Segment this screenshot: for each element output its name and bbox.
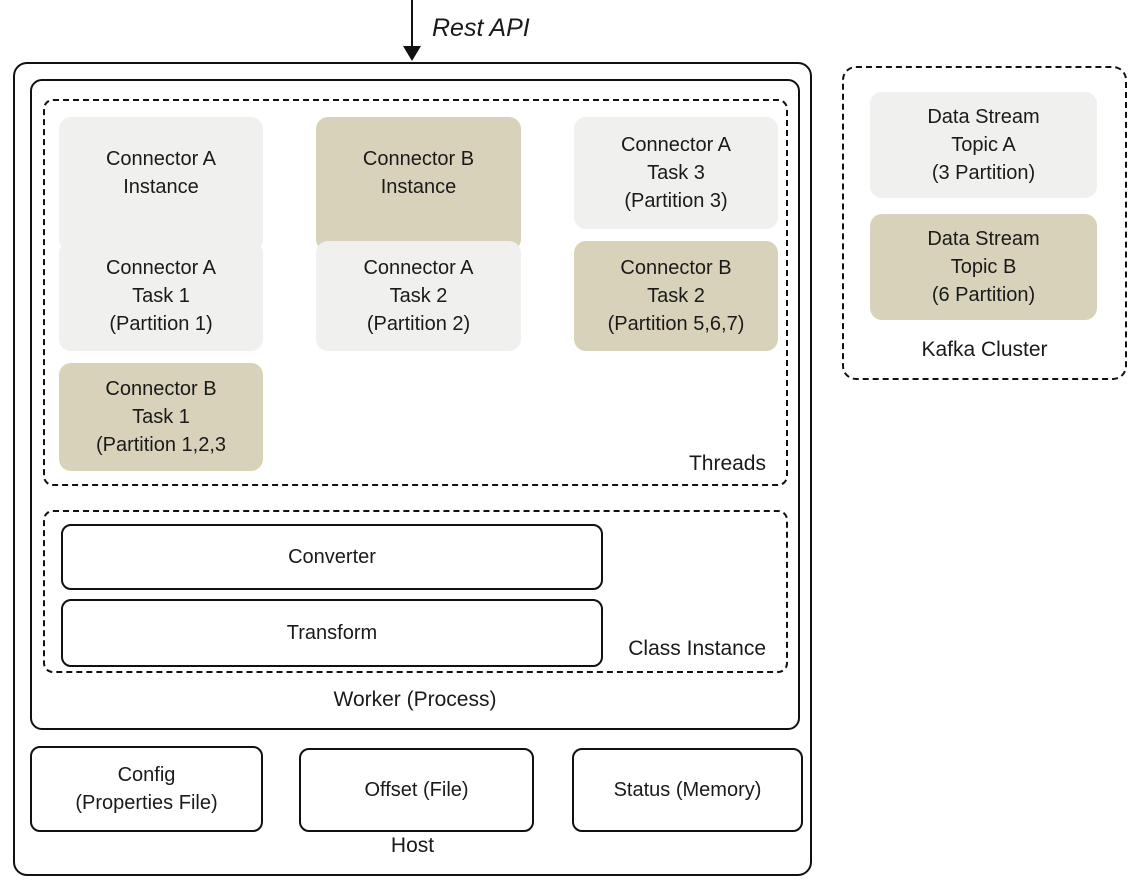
node-connector-b-instance: Connector B Instance xyxy=(316,117,521,251)
kafka-cluster-label: Kafka Cluster xyxy=(921,338,1048,361)
node-text-line: Data Stream xyxy=(927,106,1040,128)
node-text-line: Transform xyxy=(286,622,378,644)
node-text-line: Status (Memory) xyxy=(613,779,762,801)
node-connector-a-instance: Connector A Instance xyxy=(59,117,263,251)
node-text-line: Connector A xyxy=(620,134,732,156)
node-text-line: Offset (File) xyxy=(364,779,469,801)
node-text-line: Task 1 xyxy=(132,285,190,307)
node-text-line: Topic B xyxy=(950,256,1017,278)
node-text-line: Connector B xyxy=(105,378,217,400)
node-connector-b-task-1: Connector B Task 1 (Partition 1,2,3 xyxy=(59,363,263,471)
node-status: Status (Memory) xyxy=(572,748,803,832)
node-text-line: Task 1 xyxy=(132,406,190,428)
node-text-line: Connector A xyxy=(105,148,217,170)
node-text-line: Converter xyxy=(288,546,376,568)
node-text-line: (3 Partition) xyxy=(931,162,1036,184)
node-text-line: (Partition 5,6,7) xyxy=(607,313,745,335)
node-text-line: Connector B xyxy=(620,257,732,279)
node-text-line: (Partition 1) xyxy=(109,313,213,335)
node-text-line: Connector A xyxy=(363,257,474,279)
node-text-line: (Partition 3) xyxy=(624,190,728,212)
node-text-line: Connector A xyxy=(105,257,217,279)
node-converter: Converter xyxy=(61,524,603,590)
node-text-line: Task 2 xyxy=(647,285,705,307)
node-connector-a-task-2: Connector A Task 2 (Partition 2) xyxy=(316,241,521,351)
host-label: Host xyxy=(390,834,435,857)
node-text-line: Data Stream xyxy=(927,228,1040,250)
threads-group: Connector A Instance Connector B Instanc… xyxy=(43,99,788,486)
node-text-line: Connector B xyxy=(362,148,475,170)
class-instance-label: Class Instance xyxy=(628,637,766,660)
worker-box: Connector A Instance Connector B Instanc… xyxy=(30,79,800,730)
node-offset: Offset (File) xyxy=(299,748,534,832)
node-connector-a-task-1: Connector A Task 1 (Partition 1) xyxy=(59,241,263,351)
node-text-line: Topic A xyxy=(951,134,1016,156)
worker-label: Worker (Process) xyxy=(333,688,497,711)
node-transform: Transform xyxy=(61,599,603,667)
node-text-line: Instance xyxy=(123,176,199,198)
rest-api-arrow-line xyxy=(411,0,413,47)
node-text-line: (Partition 2) xyxy=(366,313,471,335)
node-topic-a: Data Stream Topic A (3 Partition) xyxy=(870,92,1097,198)
class-instance-group: Converter Transform Class Instance xyxy=(43,510,788,673)
node-text-line: (6 Partition) xyxy=(931,284,1036,306)
node-text-line: (Properties File) xyxy=(75,792,218,814)
node-text-line: Instance xyxy=(380,176,457,198)
rest-api-arrowhead-icon xyxy=(403,46,421,61)
kafka-cluster-group: Data Stream Topic A (3 Partition) Data S… xyxy=(842,66,1127,380)
threads-label: Threads xyxy=(688,452,766,475)
rest-api-label: Rest API xyxy=(432,14,530,42)
node-text-line: Task 3 xyxy=(647,162,705,184)
node-config: Config (Properties File) xyxy=(30,746,263,832)
node-connector-b-task-2: Connector B Task 2 (Partition 5,6,7) xyxy=(574,241,778,351)
node-text-line: (Partition 1,2,3 xyxy=(95,434,227,456)
node-text-line: Config xyxy=(117,764,176,786)
node-connector-a-task-3: Connector A Task 3 (Partition 3) xyxy=(574,117,778,229)
node-text-line: Task 2 xyxy=(389,285,448,307)
host-box: Connector A Instance Connector B Instanc… xyxy=(13,62,812,876)
node-topic-b: Data Stream Topic B (6 Partition) xyxy=(870,214,1097,320)
